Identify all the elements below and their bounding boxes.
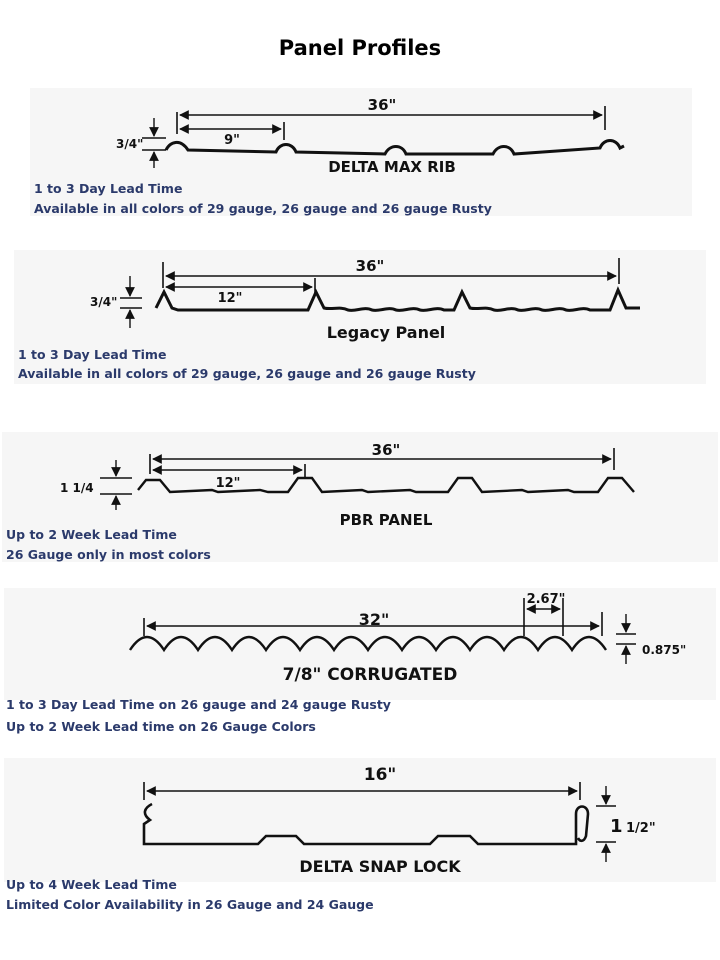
height-label: 1 1/4 [60, 481, 94, 495]
legacy-panel-outline [154, 286, 640, 312]
page-title: Panel Profiles [278, 36, 442, 60]
height-label: 0.875" [642, 643, 686, 657]
width-label: 36" [356, 257, 385, 275]
delta-snap-lock-section: 16" 1 1/2" DELTA SNAP LOCK [4, 758, 716, 882]
availability-note: 26 Gauge only in most colors [6, 547, 211, 562]
pbr-panel-outline [137, 476, 635, 494]
delta-snap-lock-profile: 16" 1 1/2" DELTA SNAP LOCK [142, 765, 656, 876]
panel-name: DELTA SNAP LOCK [299, 857, 461, 876]
availability-note: Available in all colors of 29 gauge, 26 … [34, 201, 492, 216]
width-label: 32" [359, 610, 390, 629]
availability-note: Available in all colors of 29 gauge, 26 … [18, 366, 476, 381]
lead-time-note: 1 to 3 Day Lead Time on 26 gauge and 24 … [6, 697, 391, 712]
height-label-fraction: 1/2" [626, 821, 656, 836]
delta-max-rib-profile: 36" 9" 3/4" DELTA MAX RIB [116, 96, 625, 176]
legacy-panel-profile: 36" 12" 3/4" Legacy Panel [90, 257, 640, 342]
panel-name: PBR PANEL [340, 511, 433, 529]
delta-snap-lock-outline [142, 802, 590, 846]
lead-time-note: 1 to 3 Day Lead Time [18, 347, 167, 362]
pbr-panel-section: 36" 12" 1 1/4 PBR PANEL [2, 432, 718, 562]
lead-time-note: 1 to 3 Day Lead Time [34, 181, 183, 196]
delta-max-rib-outline [164, 139, 625, 156]
panel-name: 7/8" CORRUGATED [283, 665, 458, 685]
width-label: 16" [364, 765, 397, 785]
width-label: 36" [372, 441, 401, 459]
availability-note: Limited Color Availability in 26 Gauge a… [6, 897, 374, 912]
panel-name: DELTA MAX RIB [328, 158, 456, 176]
spacing-label: 12" [216, 476, 241, 491]
delta-max-rib-section: 36" 9" 3/4" DELTA MAX RIB [30, 88, 692, 216]
corrugated-profile: 32" 2.67" 0.875" 7/8" CORRUGATED [128, 592, 686, 685]
corrugated-outline [128, 635, 608, 653]
lead-time-note: Up to 4 Week Lead Time [6, 877, 177, 892]
height-label: 3/4" [116, 137, 143, 151]
width-label: 36" [368, 96, 397, 114]
height-label: 3/4" [90, 295, 117, 309]
spacing-label: 12" [218, 291, 243, 306]
pbr-panel-profile: 36" 12" 1 1/4 PBR PANEL [60, 441, 635, 529]
spacing-label: 9" [224, 133, 240, 148]
lead-time-note: Up to 2 Week Lead Time [6, 527, 177, 542]
corrugated-section: 32" 2.67" 0.875" 7/8" CORRUGATED [4, 588, 716, 700]
spacing-label: 2.67" [527, 592, 566, 607]
panel-name: Legacy Panel [327, 323, 446, 342]
availability-note: Up to 2 Week Lead time on 26 Gauge Color… [6, 719, 316, 734]
legacy-panel-section: 36" 12" 3/4" Legacy Panel [14, 250, 706, 384]
height-label-main: 1 [610, 816, 623, 837]
